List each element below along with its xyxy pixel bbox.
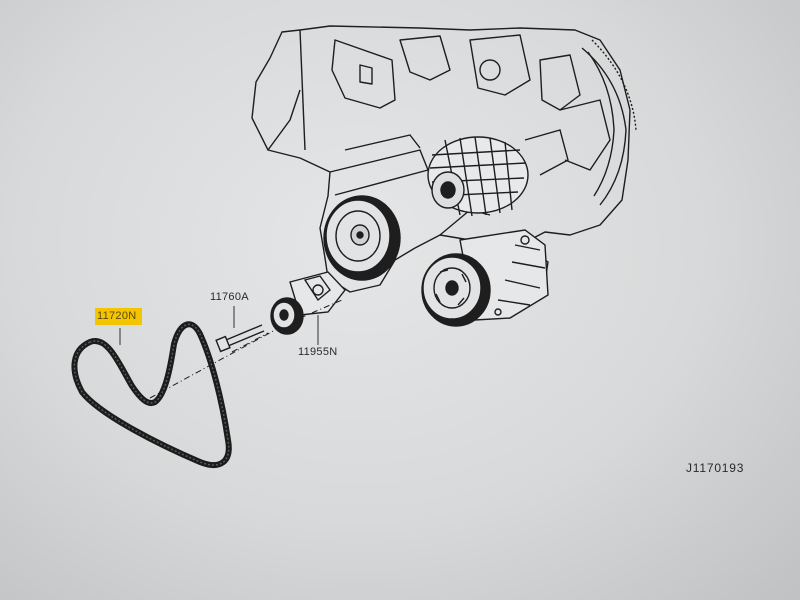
figure-code: J1170193: [686, 461, 745, 475]
callout-belt-part-number: 11720N: [95, 308, 142, 325]
alternator-icon: [427, 129, 569, 217]
tensioner-bolt-icon: [215, 324, 265, 353]
drive-belt-icon: [71, 321, 232, 469]
callout-tensioner-part-number: 11955N: [298, 346, 338, 358]
crank-pulley-icon: [323, 195, 401, 281]
idler-pulley-icon: [270, 271, 346, 335]
callout-leaders: [119, 306, 319, 345]
callout-bolt-part-number: 11760A: [210, 291, 249, 303]
assembly-leader-lines: [149, 299, 343, 399]
ac-compressor-icon: [421, 229, 549, 327]
